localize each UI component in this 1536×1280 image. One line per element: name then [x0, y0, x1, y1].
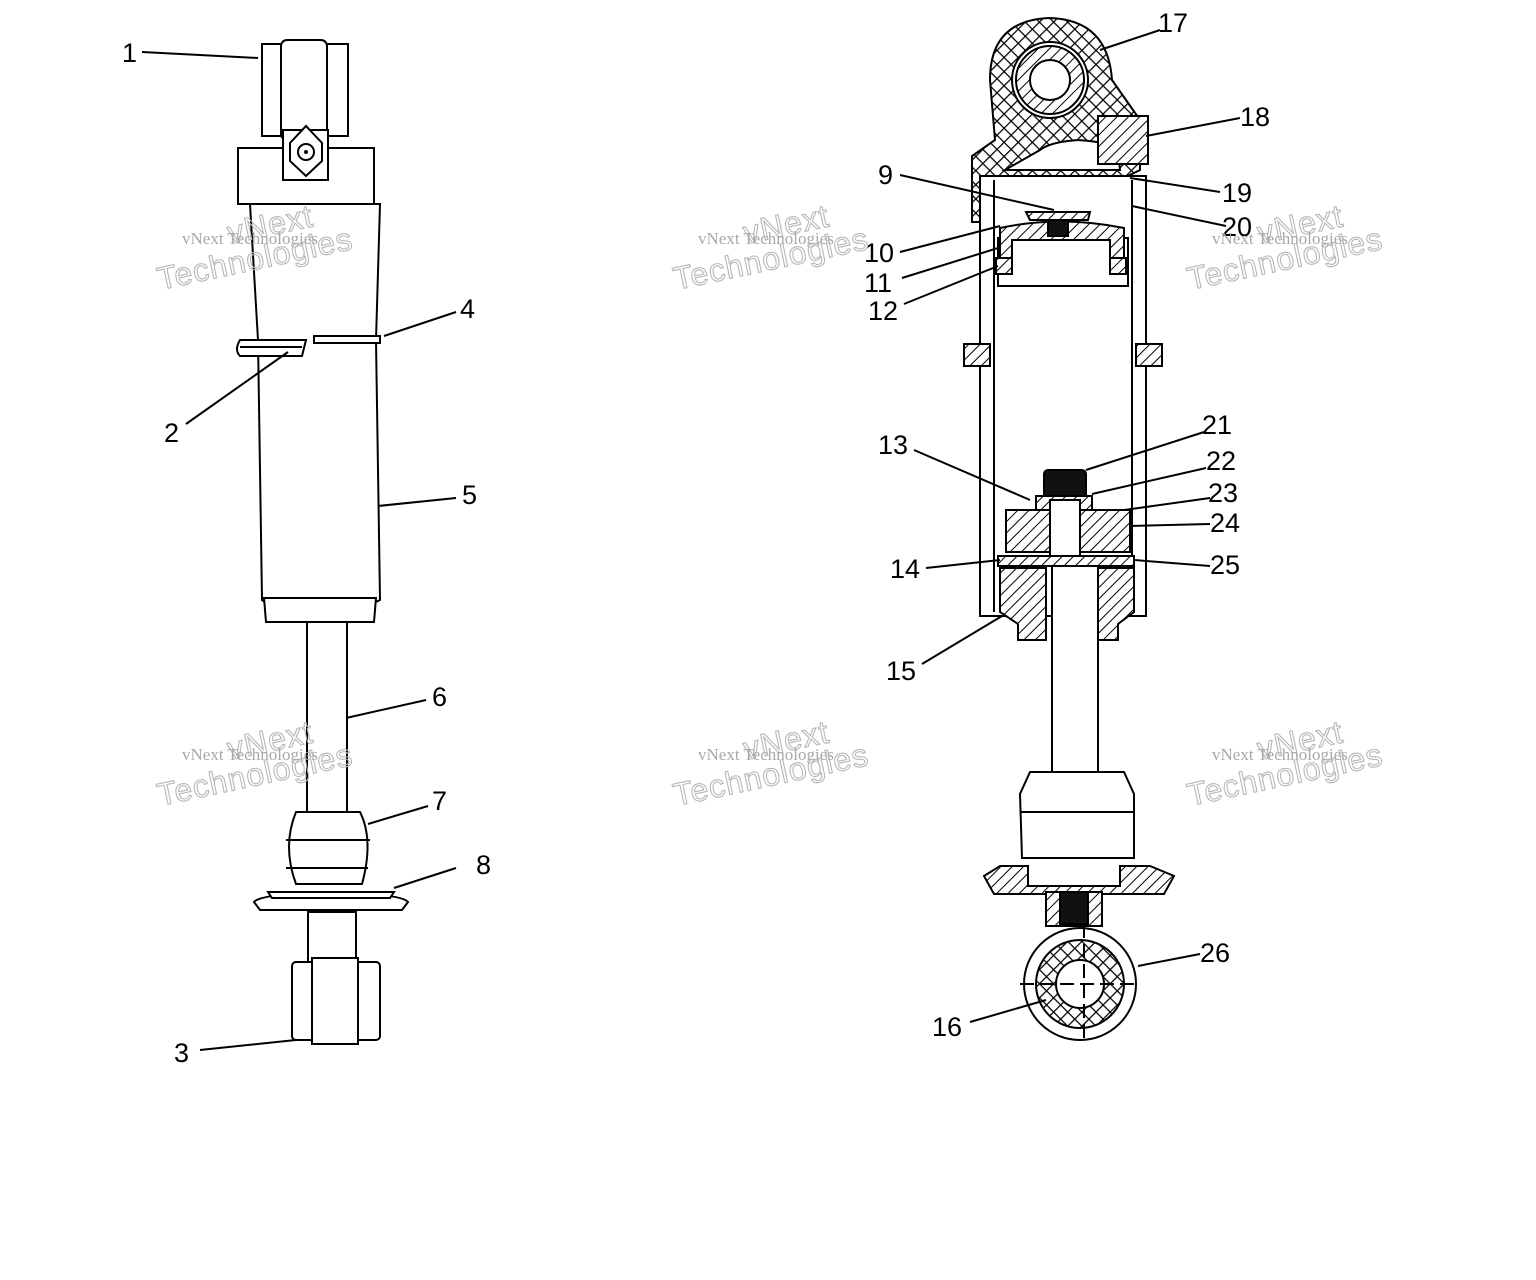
callout-20: 20: [1222, 212, 1252, 242]
svg-text:vNext Technologies: vNext Technologies: [182, 229, 318, 248]
callout-11: 11: [864, 268, 892, 298]
callout-25: 25: [1210, 550, 1240, 580]
callout-24: 24: [1210, 508, 1240, 538]
section-bumper: [1018, 771, 1135, 859]
callout-14: 14: [890, 554, 920, 584]
callout-13: 13: [878, 430, 908, 460]
callout-17: 17: [1158, 8, 1188, 38]
left-tab: [963, 343, 991, 367]
watermark-2: vNext vNext Technologies Technologies: [669, 197, 872, 297]
seal-head-left: [999, 567, 1047, 641]
callout-2: 2: [164, 418, 179, 448]
watermark-3: vNext vNext Technologies Technologies: [1183, 197, 1386, 297]
svg-text:vNext Technologies: vNext Technologies: [698, 745, 834, 764]
watermark-6: vNext vNext Technologies Technologies: [1183, 713, 1386, 813]
sectional-shock-view: [963, 16, 1176, 1041]
callout-3: 3: [174, 1038, 189, 1068]
callout-labels: 1 2 3 4 5 6 7 8 9 10 11 12 13 14 15 16 1…: [122, 8, 1270, 1068]
bleed-valve-cap: [1024, 211, 1092, 221]
piston-o-ring-right: [1109, 257, 1127, 275]
svg-text:vNext Technologies: vNext Technologies: [182, 745, 318, 764]
svg-text:vNext Technologies: vNext Technologies: [1212, 229, 1348, 248]
exterior-shock-view: [236, 39, 410, 1045]
top-eye-center: [280, 39, 328, 141]
svg-text:vNext Technologies: vNext Technologies: [1212, 745, 1348, 764]
right-tab: [1135, 343, 1163, 367]
shim-stack: [997, 555, 1135, 567]
callout-10: 10: [864, 238, 894, 268]
bottom-eye-center: [311, 957, 359, 1045]
callout-21: 21: [1202, 410, 1232, 440]
piston-o-ring-left: [995, 257, 1013, 275]
callout-16: 16: [932, 1012, 962, 1042]
callout-26: 26: [1200, 938, 1230, 968]
callout-6: 6: [432, 682, 447, 712]
section-piston-shaft: [1051, 565, 1099, 777]
callout-4: 4: [460, 294, 475, 324]
callout-15: 15: [886, 656, 916, 686]
bleed-valve: [1047, 219, 1069, 237]
lower-spring-seat: [982, 865, 1176, 895]
spring-seat-top: [266, 891, 396, 899]
floating-piston-cup: [999, 220, 1125, 261]
callout-5: 5: [462, 480, 477, 510]
callout-19: 19: [1222, 178, 1252, 208]
callout-18: 18: [1240, 102, 1270, 132]
lower-stem: [307, 911, 357, 963]
piston-shaft: [306, 621, 348, 813]
svg-text:vNext Technologies: vNext Technologies: [698, 229, 834, 248]
schrader-valve: [1097, 115, 1149, 165]
callout-7: 7: [432, 786, 447, 816]
callout-12: 12: [868, 296, 898, 326]
top-sleeve: [1029, 59, 1071, 101]
body-bottom: [262, 597, 378, 623]
leader-lines: [141, 29, 1241, 1051]
lower-thread-core: [1059, 891, 1089, 925]
bumper: [288, 811, 369, 885]
callout-23: 23: [1208, 478, 1238, 508]
callout-1: 1: [122, 38, 137, 68]
callout-9: 9: [878, 160, 893, 190]
valve-core-center: [304, 150, 308, 154]
floating-piston-body: [997, 237, 1129, 287]
watermark-5: vNext vNext Technologies Technologies: [669, 713, 872, 813]
callout-22: 22: [1206, 446, 1236, 476]
callout-8: 8: [476, 850, 491, 880]
snap-ring: [313, 335, 381, 344]
